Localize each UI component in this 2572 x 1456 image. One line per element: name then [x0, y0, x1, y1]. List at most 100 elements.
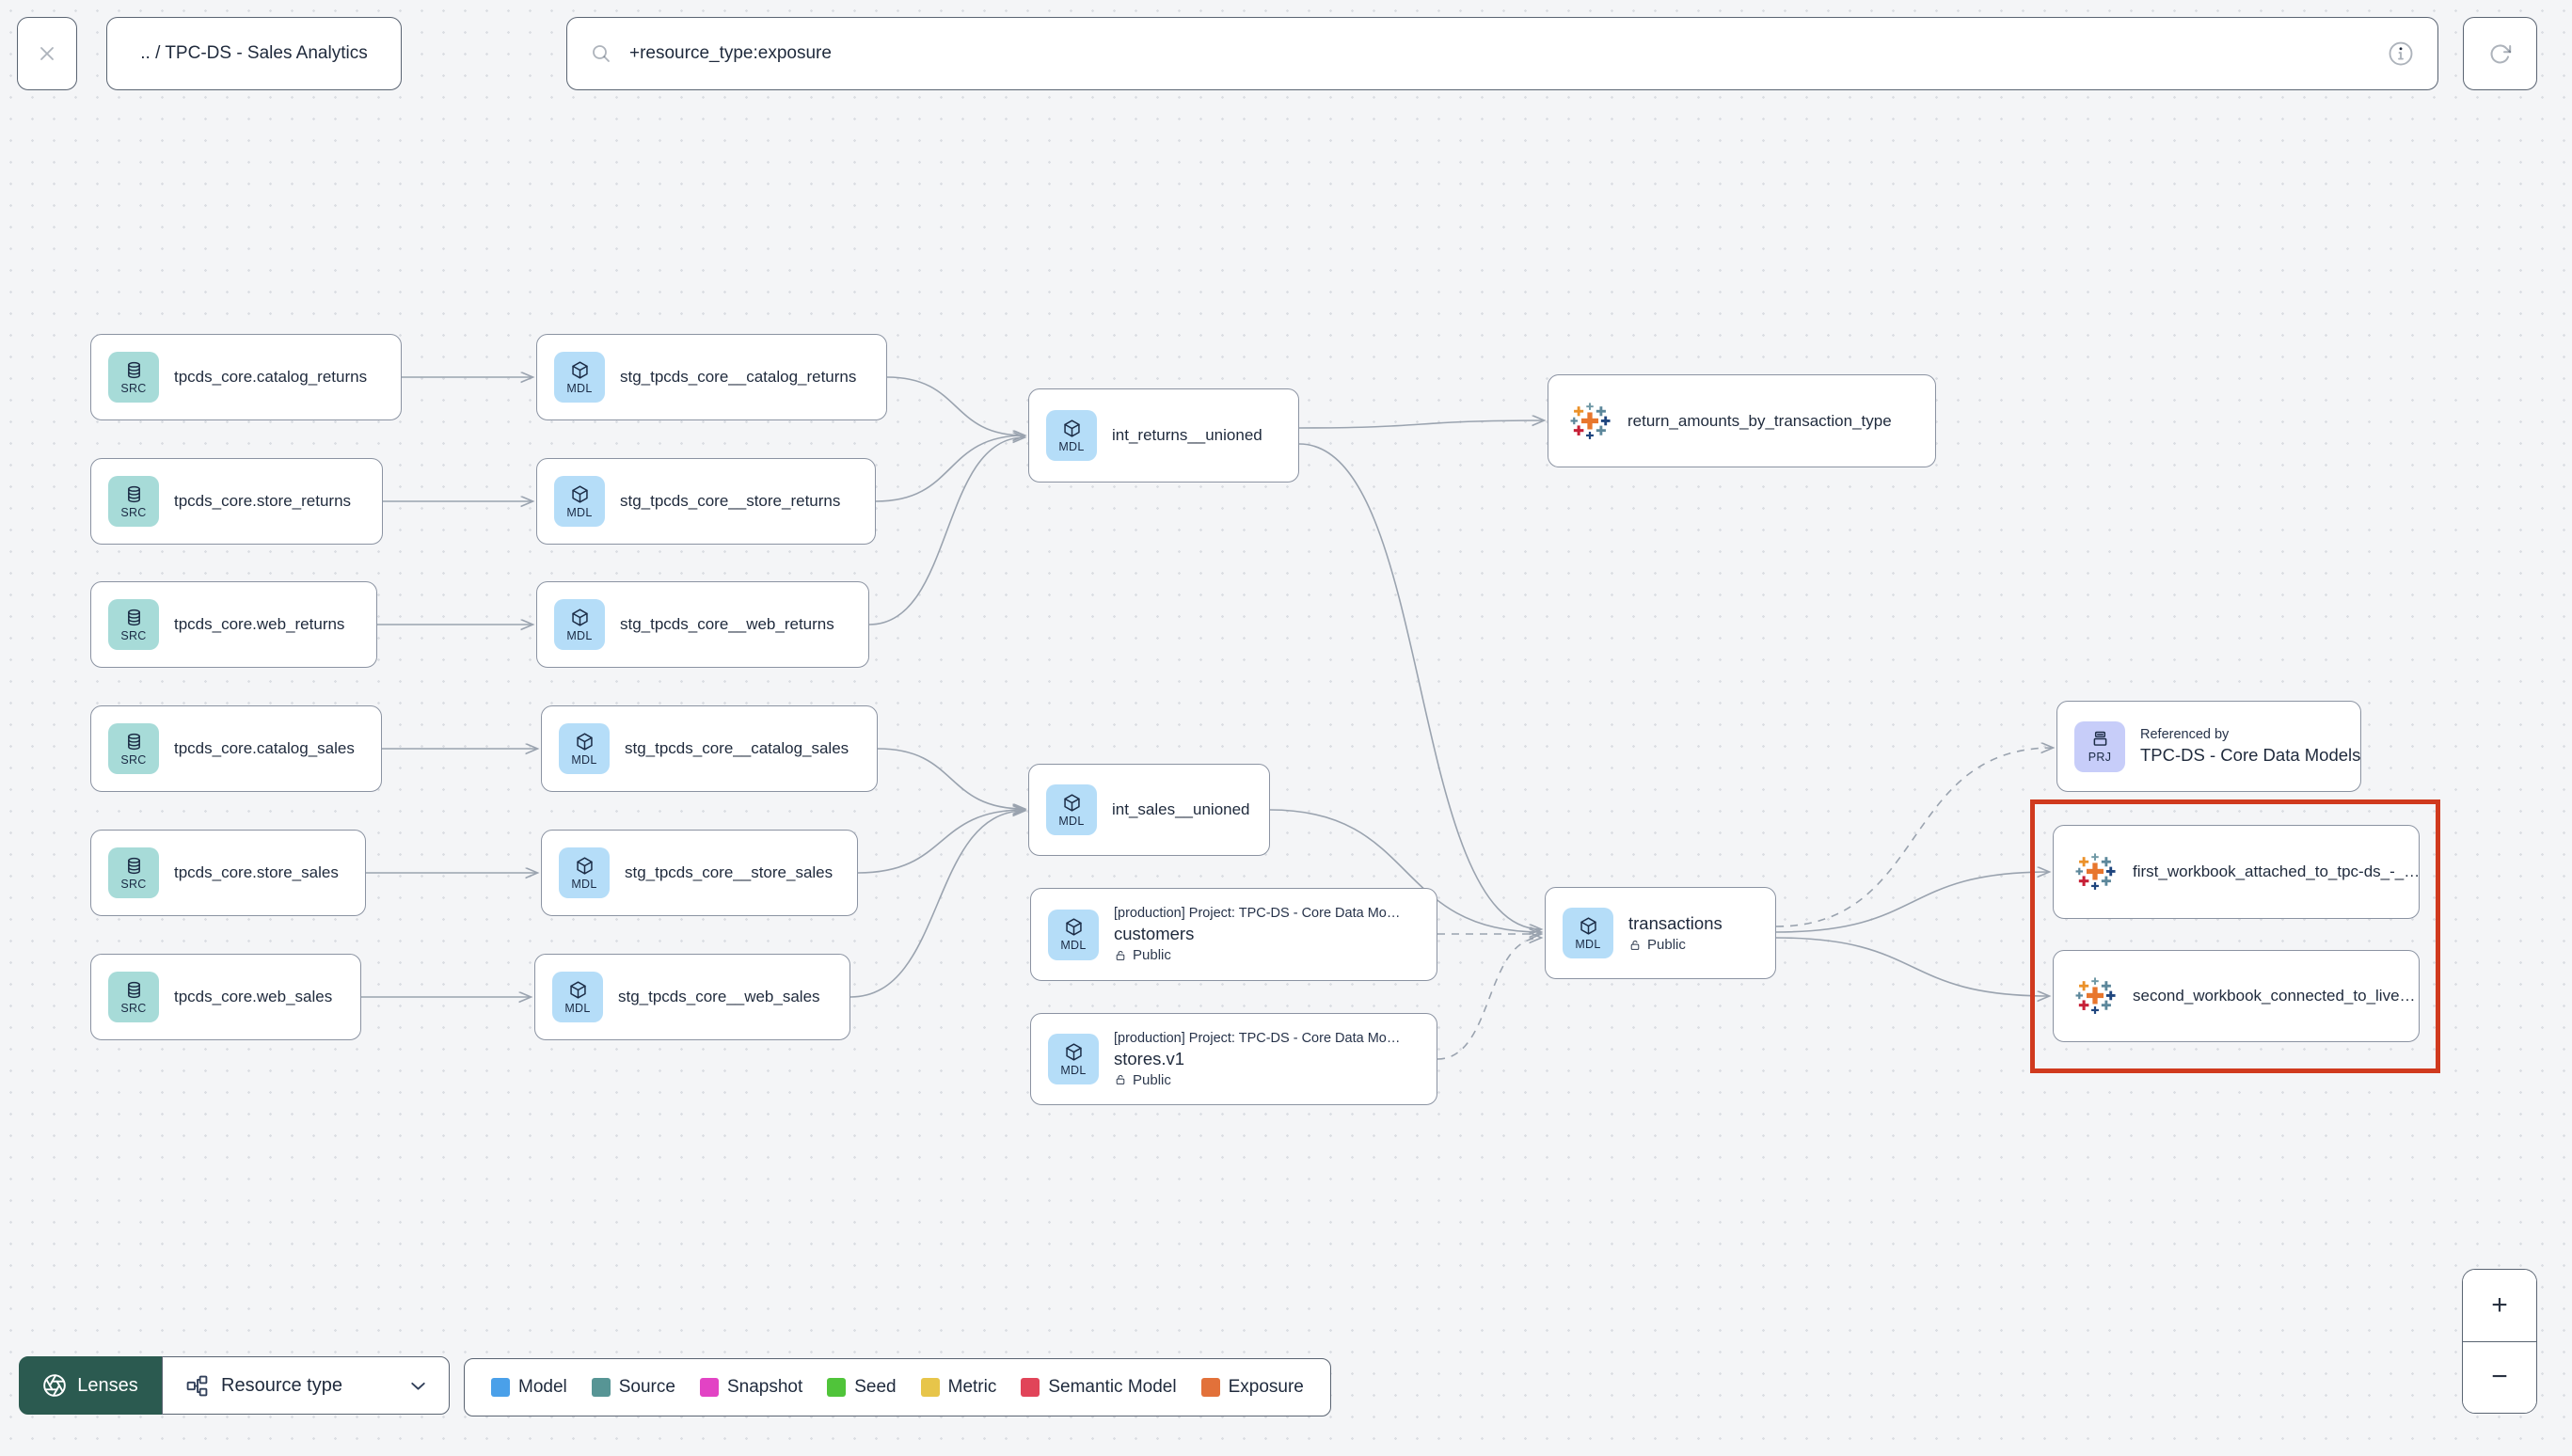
- edge: [1298, 420, 1544, 429]
- badge-label: MDL: [566, 628, 593, 642]
- zoom-out-button[interactable]: −: [2463, 1340, 2536, 1413]
- aperture-icon: [42, 1373, 67, 1398]
- node-title: second_workbook_connected_to_live…: [2133, 987, 2416, 1005]
- node-title: stg_tpcds_core__web_returns: [620, 615, 834, 633]
- node-body: tpcds_core.catalog_sales: [174, 739, 355, 758]
- badge-label: SRC: [120, 628, 147, 642]
- badge-label: MDL: [1060, 1063, 1087, 1077]
- node-stg-web-returns[interactable]: MDL stg_tpcds_core__web_returns: [536, 581, 869, 668]
- node-src-catalog-sales[interactable]: SRC tpcds_core.catalog_sales: [90, 705, 382, 792]
- resource-badge: PRJ: [2074, 720, 2125, 772]
- node-title: transactions: [1628, 913, 1723, 933]
- node-int-sales-unioned[interactable]: MDL int_sales__unioned: [1028, 764, 1270, 856]
- resource-type-dropdown[interactable]: Resource type: [162, 1356, 450, 1415]
- node-body: tpcds_core.store_returns: [174, 492, 351, 511]
- breadcrumb-label: .. / TPC-DS - Sales Analytics: [140, 43, 368, 63]
- access-label: Public: [1133, 947, 1171, 963]
- legend-swatch: [591, 1378, 611, 1397]
- breadcrumb[interactable]: .. / TPC-DS - Sales Analytics: [106, 17, 402, 90]
- node-body: tpcds_core.web_sales: [174, 988, 332, 1006]
- node-stg-store-returns[interactable]: MDL stg_tpcds_core__store_returns: [536, 458, 876, 545]
- badge-label: MDL: [571, 877, 597, 891]
- model-cube-icon: [575, 856, 595, 876]
- refresh-button[interactable]: [2463, 17, 2537, 90]
- node-exposure-return-amounts[interactable]: return_amounts_by_transaction_type: [1548, 374, 1936, 467]
- node-src-store-returns[interactable]: SRC tpcds_core.store_returns: [90, 458, 383, 545]
- node-project-label: [production] Project: TPC-DS - Core Data…: [1114, 1030, 1401, 1046]
- model-cube-icon: [1064, 1042, 1084, 1062]
- info-button[interactable]: [2387, 40, 2415, 68]
- node-title: tpcds_core.web_returns: [174, 615, 345, 633]
- badge-label: SRC: [120, 752, 147, 767]
- model-cube-icon: [1579, 916, 1598, 936]
- node-stores-v1[interactable]: MDL [production] Project: TPC-DS - Core D…: [1030, 1013, 1437, 1105]
- resource-badge: SRC: [108, 476, 159, 527]
- model-cube-icon: [1062, 793, 1082, 813]
- edge: [1775, 748, 2053, 927]
- search-bar[interactable]: [566, 17, 2438, 90]
- chevron-down-icon: [406, 1374, 430, 1398]
- resource-badge: MDL: [1046, 410, 1097, 461]
- model-cube-icon: [1062, 419, 1082, 438]
- resource-badge: MDL: [559, 723, 610, 774]
- node-title: first_workbook_attached_to_tpc-ds_-_…: [2133, 863, 2421, 880]
- node-src-web-returns[interactable]: SRC tpcds_core.web_returns: [90, 581, 377, 668]
- node-stg-store-sales[interactable]: MDL stg_tpcds_core__store_sales: [541, 830, 858, 916]
- badge-label: SRC: [120, 1001, 147, 1015]
- legend-swatch: [491, 1378, 510, 1397]
- node-src-web-sales[interactable]: SRC tpcds_core.web_sales: [90, 954, 361, 1040]
- edge: [868, 437, 1024, 625]
- badge-label: SRC: [120, 877, 147, 891]
- search-input[interactable]: [627, 42, 2372, 65]
- legend-item: Semantic Model: [1021, 1377, 1177, 1398]
- node-access: Public: [1628, 937, 1723, 953]
- resource-badge: MDL: [559, 847, 610, 898]
- node-title: stg_tpcds_core__store_returns: [620, 492, 841, 510]
- node-body: tpcds_core.catalog_returns: [174, 368, 367, 387]
- node-exposure-first-workbook[interactable]: first_workbook_attached_to_tpc-ds_-_…: [2053, 825, 2420, 919]
- database-icon: [124, 732, 144, 752]
- resource-badge: SRC: [108, 599, 159, 650]
- resource-badge: SRC: [108, 972, 159, 1022]
- badge-label: MDL: [1058, 439, 1085, 453]
- tableau-icon: [2074, 851, 2116, 893]
- edge: [849, 811, 1024, 998]
- badge-label: MDL: [566, 505, 593, 519]
- resource-badge: SRC: [108, 847, 159, 898]
- model-cube-icon: [570, 608, 590, 627]
- node-customers[interactable]: MDL[production] Project: TPC-DS - Core D…: [1030, 888, 1437, 981]
- zoom-controls: + −: [2462, 1269, 2537, 1414]
- node-title: stg_tpcds_core__store_sales: [625, 863, 834, 881]
- legend-item: Snapshot: [699, 1377, 802, 1398]
- node-access: Public: [1114, 947, 1400, 963]
- edge: [1775, 937, 2049, 996]
- lock-open-icon: [1628, 939, 1642, 952]
- badge-label: MDL: [1058, 814, 1085, 828]
- legend-label: Model: [518, 1377, 567, 1397]
- access-label: Public: [1647, 937, 1686, 953]
- resource-badge: MDL: [554, 599, 605, 650]
- legend-item: Exposure: [1200, 1377, 1304, 1398]
- zoom-in-button[interactable]: +: [2463, 1270, 2536, 1341]
- node-exposure-second-workbook[interactable]: second_workbook_connected_to_live…: [2053, 950, 2420, 1042]
- node-title: stg_tpcds_core__catalog_returns: [620, 368, 857, 386]
- node-title: stg_tpcds_core__web_sales: [618, 988, 820, 1005]
- legend-item: Seed: [827, 1377, 897, 1398]
- node-title: int_sales__unioned: [1112, 800, 1250, 818]
- legend-label: Metric: [947, 1377, 997, 1397]
- edge: [1775, 872, 2049, 933]
- lenses-button[interactable]: Lenses: [19, 1356, 162, 1415]
- database-icon: [124, 856, 144, 876]
- close-button[interactable]: [17, 17, 77, 90]
- legend-swatch: [699, 1378, 719, 1397]
- database-icon: [124, 360, 144, 380]
